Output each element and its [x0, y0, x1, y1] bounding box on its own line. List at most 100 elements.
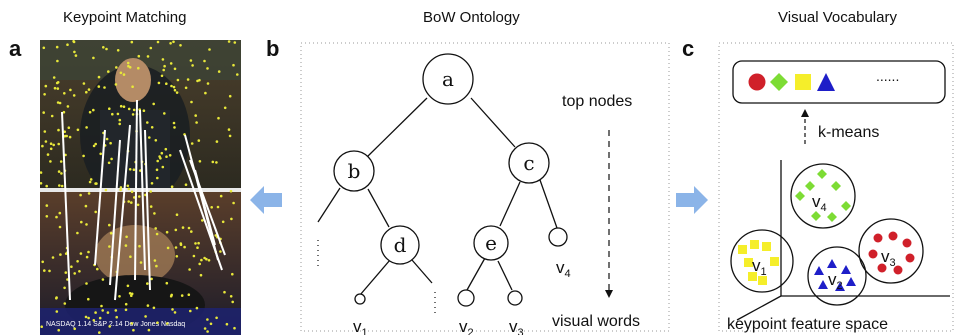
keypoint-photo: NASDAQ 1.14 S&P 2.14 Dow Jones Nasdaq [40, 40, 241, 335]
keypoint-dot [197, 139, 201, 142]
keypoint-dot [223, 290, 226, 294]
keypoint-dot [60, 172, 63, 175]
keypoint-dot [186, 78, 190, 81]
keypoint-dot [108, 245, 111, 248]
keypoint-dot [163, 64, 166, 68]
keypoint-dot [97, 85, 101, 88]
keypoint-dot [227, 128, 231, 131]
keypoint-dot [214, 234, 218, 237]
keypoint-dot [236, 73, 239, 76]
keypoint-dot [73, 50, 76, 54]
keypoint-dot [170, 185, 174, 188]
keypoint-dot [170, 84, 173, 88]
keypoint-dot [171, 308, 174, 311]
keypoint-dot [42, 46, 46, 50]
tree-node-c [508, 142, 550, 184]
keypoint-dot [155, 168, 159, 172]
keypoint-dot [204, 91, 207, 95]
keypoint-dot [163, 112, 166, 115]
leaf-label-v1: v1 [353, 317, 368, 335]
keypoint-dot [116, 49, 120, 52]
keypoint-dot [130, 40, 134, 44]
keypoint-dot [126, 284, 130, 288]
keypoint-dot [190, 142, 194, 145]
keypoint-dot [169, 62, 173, 65]
blue-triangle-word [817, 73, 835, 91]
keypoint-dot [150, 277, 153, 281]
keypoint-dot [165, 82, 168, 85]
keypoint-dot [131, 85, 134, 88]
green-diamond-point [817, 169, 827, 179]
keypoint-dot [119, 188, 122, 192]
keypoint-dot [87, 297, 90, 301]
red-circle-point [902, 238, 912, 248]
keypoint-dot [85, 282, 88, 285]
yellow-square-word [795, 74, 811, 90]
node-label-c: c [523, 151, 534, 175]
keypoint-dot [198, 78, 201, 82]
keypoint-dot [126, 184, 130, 188]
panel-b-letter: b [266, 36, 280, 61]
keypoint-dot [206, 67, 209, 70]
keypoint-dot [128, 168, 132, 171]
keypoint-dot [59, 253, 62, 256]
keypoint-dot [66, 105, 70, 108]
keypoint-dot [87, 88, 91, 91]
panel-a-letter: a [9, 36, 22, 61]
keypoint-dot [87, 316, 90, 320]
tree-node-a [422, 53, 474, 105]
keypoint-dot [146, 55, 150, 58]
tree-node-d [380, 225, 420, 265]
keypoint-dot [124, 244, 128, 247]
keypoint-dot [173, 311, 177, 314]
keypoint-dot [233, 41, 237, 44]
keypoint-dot [147, 328, 151, 332]
red-circle-point [877, 263, 887, 273]
keypoint-dot [158, 155, 161, 158]
keypoint-dot [92, 108, 95, 112]
keypoint-dot [172, 85, 176, 89]
keypoint-dot [41, 144, 44, 148]
match-line [134, 99, 138, 281]
keypoint-dot [85, 126, 88, 129]
keypoint-dot [208, 48, 211, 51]
keypoint-dot [131, 113, 135, 116]
keypoint-dot [165, 281, 169, 285]
keypoint-dot [138, 195, 141, 198]
keypoint-dot [82, 154, 85, 158]
keypoint-dot [196, 246, 199, 249]
keypoint-dot [195, 121, 198, 124]
keypoint-dot [152, 102, 155, 106]
keypoint-dot [103, 86, 106, 89]
keypoint-dot [169, 42, 172, 45]
keypoint-dot [44, 140, 48, 143]
keypoint-dot [88, 110, 92, 114]
keypoint-dot [105, 47, 108, 51]
keypoint-dot [87, 192, 91, 195]
keypoint-dot [56, 87, 60, 90]
keypoint-dot [198, 160, 202, 163]
keypoint-dot [114, 83, 118, 86]
keypoint-dot [48, 269, 51, 273]
keypoint-dot [130, 190, 134, 194]
keypoint-dot [174, 246, 178, 249]
keypoint-dot [166, 246, 170, 250]
blue-triangle-point [841, 265, 851, 274]
keypoint-dot [67, 126, 71, 129]
keypoint-dot [173, 67, 177, 71]
feature-space-label: keypoint feature space [727, 316, 888, 333]
keypoint-dot [146, 304, 150, 307]
keypoint-dot [110, 157, 113, 161]
keypoint-dot [176, 78, 180, 82]
keypoint-dot [233, 326, 236, 330]
yellow-square-point [738, 245, 747, 254]
panel-c-title: Visual Vocabulary [778, 9, 897, 26]
keypoint-dot [230, 217, 233, 221]
match-line [109, 139, 121, 286]
keypoint-dot [130, 201, 133, 204]
tree-leaf-v3 [507, 290, 523, 306]
keypoint-dot [227, 40, 231, 43]
keypoint-dot [161, 165, 165, 169]
